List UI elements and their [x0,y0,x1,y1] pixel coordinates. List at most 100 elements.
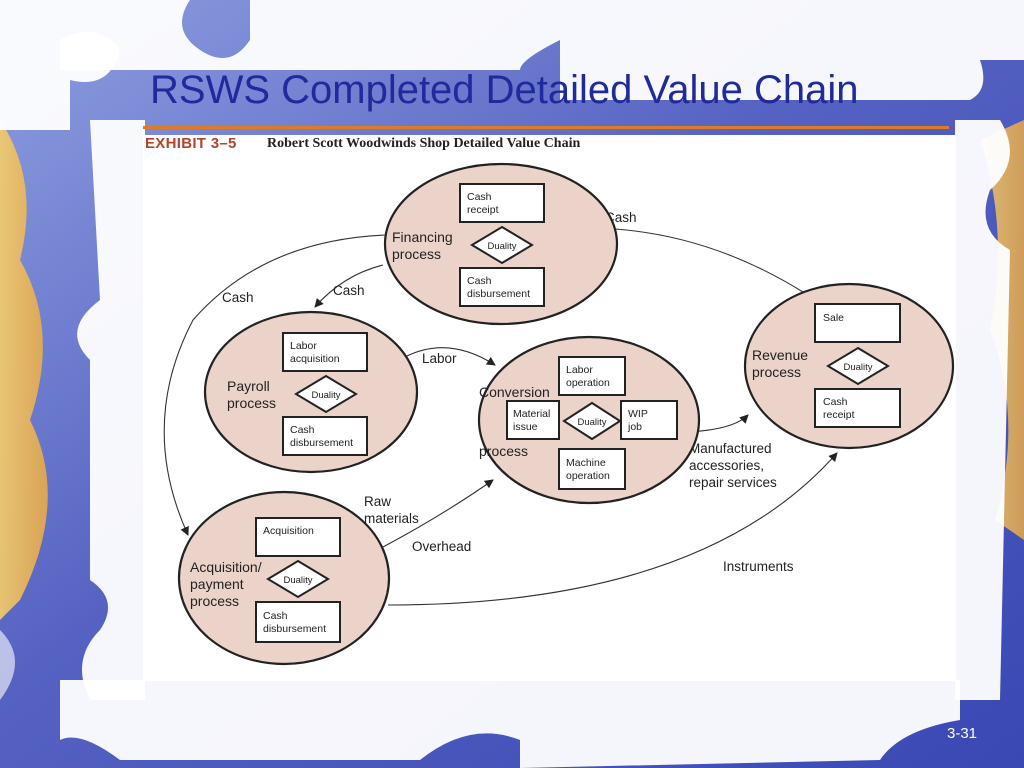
conversion-machine-operation-box [558,448,626,490]
label-cash-to-payroll: Cash [333,283,365,298]
arrow-cash-financing-to-acquisition [163,234,387,536]
acquisition-acquisition-box [255,517,341,557]
conversion-top-2: operation [566,377,610,389]
financing-name-1: Financing [392,229,453,245]
payroll-bottom-2: disbursement [290,437,353,449]
financing-cash-disbursement-box [459,267,545,307]
acquisition-bottom-1: Cash [263,610,288,622]
payroll-cash-disbursement-box [282,416,368,456]
financing-duality-diamond [470,225,534,265]
exhibit-caption: Robert Scott Woodwinds Shop Detailed Val… [267,136,581,151]
acquisition-name-2: payment [190,576,244,592]
label-manufactured-3: repair services [689,475,777,490]
payroll-duality-label: Duality [311,390,340,401]
payroll-labor-acquisition-box [282,332,368,372]
revenue-bottom-1: Cash [823,396,848,408]
page-number: 3-31 [947,725,978,742]
conversion-right-1: WIP [628,408,648,420]
exhibit-figure: EXHIBIT 3–5 Robert Scott Woodwinds Shop … [143,135,956,681]
svg-text:Labor operation: Labor operation [566,364,610,389]
label-raw-materials-1: Raw [364,494,391,509]
conversion-name-2: process [479,443,528,459]
financing-bottom-2: disbursement [467,288,530,300]
acquisition-name-3: process [190,593,239,609]
conversion-right-2: job [627,421,642,433]
arrow-cash-revenue-to-financing [592,223,804,293]
process-conversion: Conversion process Labor operation Mater… [477,335,701,505]
conversion-bottom-1: Machine [566,457,606,469]
label-manufactured-2: accessories, [689,458,764,473]
acquisition-bottom-2: disbursement [263,623,326,635]
process-payroll: Payroll process Labor acquisition Dualit… [203,310,419,474]
flow-arrows [163,223,838,606]
arrow-labor [404,347,496,366]
svg-text:Cash disbursement: Cash disbursement [290,424,353,449]
conversion-duality-label: Duality [577,417,606,428]
financing-cash-receipt-box [459,183,545,223]
exhibit-label: EXHIBIT 3–5 [145,135,237,152]
label-overhead: Overhead [412,539,471,554]
svg-text:Payroll process: Payroll process [227,378,276,411]
conversion-duality-diamond [562,401,622,441]
payroll-top-1: Labor [290,340,317,352]
svg-text:Machine operation: Machine operation [566,457,610,482]
conversion-left-1: Material [513,408,550,420]
revenue-duality-diamond [826,346,890,386]
svg-text:WIP job: WIP job [627,408,651,433]
revenue-name-2: process [752,364,801,380]
svg-text:Acquisition/ payment: Acquisition/ payment process [190,559,265,609]
revenue-duality-label: Duality [843,362,872,373]
acquisition-top-1: Acquisition [263,525,314,537]
financing-duality-label: Duality [487,241,516,252]
payroll-name-1: Payroll [227,378,270,394]
arrow-instruments [387,452,838,606]
label-manufactured: Manufactured accessories, repair service… [689,441,777,490]
revenue-top-1: Sale [823,312,844,324]
arrow-cash-financing-to-payroll [314,264,384,308]
process-financing: Financing process Cash receipt Duality C… [383,162,619,326]
slide-title: RSWS Completed Detailed Value Chain [150,68,859,112]
revenue-name-1: Revenue [752,347,808,363]
revenue-sale-box [814,303,901,343]
process-revenue: Revenue process Sale Duality Cash receip… [743,282,955,450]
acquisition-duality-label: Duality [283,575,312,586]
payroll-top-2: acquisition [290,353,340,365]
financing-top-1: Cash [467,191,492,203]
acquisition-cash-disbursement-box [255,601,341,643]
financing-bottom-1: Cash [467,275,492,287]
payroll-bottom-1: Cash [290,424,315,436]
payroll-duality-diamond [294,374,358,414]
conversion-labor-operation-box [558,356,626,396]
label-instruments: Instruments [723,559,794,574]
label-raw-materials-2: materials [364,511,419,526]
payroll-name-2: process [227,395,276,411]
svg-text:Cash disbursement: Cash disbursement [467,275,530,300]
acquisition-name-1: Acquisition/ [190,559,262,575]
process-acquisition-payment: Acquisition/ payment process Acquisition… [177,490,391,666]
title-underline [143,126,949,129]
conversion-bottom-2: operation [566,470,610,482]
flow-labels: Cash Cash Cash Labor Raw materials Overh… [222,210,794,574]
svg-text:Material issue: Material issue [513,408,553,433]
conversion-material-issue-box [506,400,560,440]
revenue-bottom-2: receipt [823,409,855,421]
conversion-wip-job-box [620,400,678,440]
label-labor: Labor [422,351,457,366]
svg-text:Revenue process: Revenue process [752,347,812,380]
conversion-left-2: issue [513,421,538,433]
arrow-raw-materials-overhead [382,479,494,548]
conversion-top-1: Labor [566,364,593,376]
svg-text:Labor acquisition: Labor acquisition [290,340,340,365]
acquisition-duality-diamond [266,559,330,599]
conversion-name-1: Conversion [479,384,550,400]
value-chain-diagram: Cash Cash Cash Labor Raw materials Overh… [163,162,955,666]
revenue-cash-receipt-box [814,388,901,428]
label-manufactured-1: Manufactured [689,441,772,456]
svg-text:Cash disbursement: Cash disbursement [263,610,326,635]
label-cash-to-acquisition: Cash [222,290,254,305]
label-raw-materials: Raw materials [364,494,419,526]
svg-text:Financing process: Financing process [392,229,457,262]
financing-top-2: receipt [467,204,499,216]
financing-name-2: process [392,246,441,262]
svg-text:Cash receipt: Cash receipt [823,396,855,421]
